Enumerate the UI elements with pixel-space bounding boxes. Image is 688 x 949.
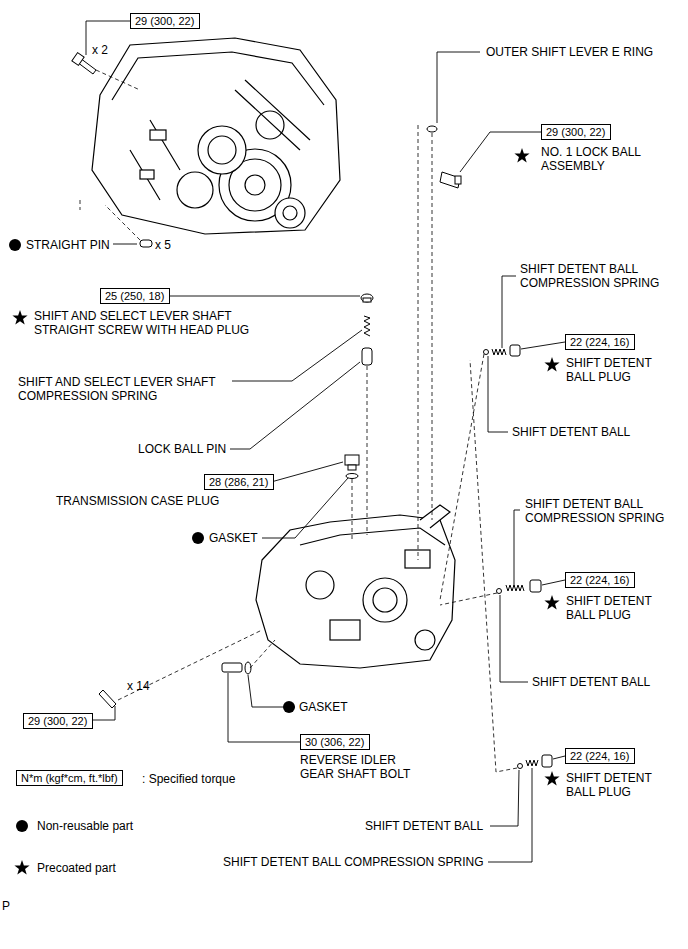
transmission-case <box>256 505 455 668</box>
quantity-label: x 5 <box>155 238 171 252</box>
torque-value: 22 (224, 16) <box>570 750 629 762</box>
torque-value: 25 (250, 18) <box>105 290 164 302</box>
transaxle-housing <box>92 38 340 234</box>
part-name: SHIFT DETENT BALL PLUG <box>566 356 666 384</box>
part-name: STRAIGHT PIN <box>26 238 110 252</box>
part-name: OUTER SHIFT LEVER E RING <box>486 45 653 59</box>
torque-value: N*m (kgf*cm, ft.*lbf) <box>21 772 118 784</box>
part-name: GASKET <box>299 700 348 714</box>
torque-box: 30 (306, 22) <box>300 734 370 750</box>
part-name: REVERSE IDLER GEAR SHAFT BOLT <box>300 753 420 781</box>
part-name: TRANSMISSION CASE PLUG <box>56 494 219 508</box>
torque-box: 29 (300, 22) <box>23 713 93 729</box>
leader-lines <box>86 21 565 862</box>
legend-text: Precoated part <box>37 861 116 875</box>
small-parts <box>72 53 552 769</box>
part-name: NO. 1 LOCK BALL ASSEMBLY <box>541 145 651 173</box>
part-name: SHIFT DETENT BALL <box>512 425 630 439</box>
torque-value: 29 (300, 22) <box>546 126 605 138</box>
torque-box: 28 (286, 21) <box>204 474 274 490</box>
part-name: SHIFT DETENT BALL <box>365 819 483 833</box>
symbols <box>9 148 560 785</box>
torque-value: 30 (306, 22) <box>305 736 364 748</box>
part-name: GASKET <box>209 531 258 545</box>
torque-value: 29 (300, 22) <box>135 15 194 27</box>
part-name: x 14 <box>127 679 150 693</box>
quantity-label: P <box>2 899 10 913</box>
part-name: SHIFT AND SELECT LEVER SHAFT STRAIGHT SC… <box>34 309 264 337</box>
part-name: LOCK BALL PIN <box>138 442 226 456</box>
part-name: SHIFT AND SELECT LEVER SHAFT COMPRESSION… <box>18 375 238 403</box>
torque-box: 22 (224, 16) <box>565 748 635 764</box>
torque-value: 22 (224, 16) <box>570 574 629 586</box>
torque-value: 28 (286, 21) <box>209 476 268 488</box>
part-name: SHIFT DETENT BALL COMPRESSION SPRING <box>525 497 675 525</box>
torque-box: 22 (224, 16) <box>565 572 635 588</box>
part-name: SHIFT DETENT BALL COMPRESSION SPRING <box>223 855 484 869</box>
part-name: SHIFT DETENT BALL <box>532 675 650 689</box>
torque-box: 29 (300, 22) <box>541 124 611 140</box>
torque-unit-box: N*m (kgf*cm, ft.*lbf) <box>16 770 123 786</box>
non-reusable-symbol <box>13 817 31 835</box>
dashed-assembly-lines <box>80 70 517 772</box>
legend-text: : Specified torque <box>142 772 235 786</box>
torque-value: 29 (300, 22) <box>28 715 87 727</box>
torque-box: 25 (250, 18) <box>100 288 170 304</box>
part-name: SHIFT DETENT BALL COMPRESSION SPRING <box>520 262 670 290</box>
torque-value: 22 (224, 16) <box>570 336 629 348</box>
part-name: SHIFT DETENT BALL PLUG <box>566 771 666 799</box>
torque-box: 29 (300, 22) <box>130 13 200 29</box>
quantity-label: x 2 <box>92 43 108 57</box>
legend-text: Non-reusable part <box>37 819 133 833</box>
precoated-symbol <box>13 859 31 877</box>
torque-box: 22 (224, 16) <box>565 334 635 350</box>
part-name: SHIFT DETENT BALL PLUG <box>566 594 666 622</box>
